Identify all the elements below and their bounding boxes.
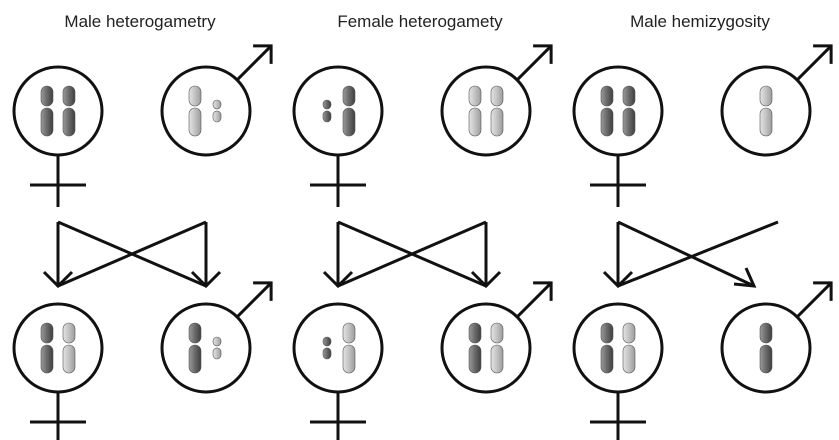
female-chromosome-1	[600, 85, 614, 137]
panel-2-parent-female-symbol	[292, 65, 384, 207]
female-symbol-circle	[572, 302, 664, 394]
male-arrow-head	[253, 281, 273, 301]
female-chromosome-1	[600, 322, 614, 374]
cross-line-down-left	[617, 220, 779, 288]
male-arrow-head	[533, 281, 553, 301]
panel-2-offspring-female-symbol	[292, 302, 384, 440]
cross-line-down-left	[57, 220, 207, 288]
male-arrow-head	[813, 44, 833, 64]
cross-line-down-right	[617, 220, 755, 288]
panel-1-crossing-arrows	[42, 220, 222, 289]
panel-1-parent-female-symbol	[12, 65, 104, 207]
panel-2-parent-male-symbol	[440, 44, 553, 157]
female-chromosome-2	[62, 85, 76, 137]
male-arrow-head	[813, 281, 833, 301]
male-arrow-shaft	[236, 44, 273, 81]
female-symbol-circle	[12, 302, 104, 394]
panel-title-female-heterogamety: Female heterogamety	[337, 12, 503, 31]
male-arrow-head	[533, 44, 553, 64]
panel-3-parent-female-symbol	[572, 65, 664, 207]
female-chromosome-2	[622, 85, 636, 137]
male-symbol-circle	[440, 302, 532, 394]
male-arrow-head	[253, 44, 273, 64]
arrowhead-right	[190, 270, 222, 289]
male-chromosome-1	[468, 322, 482, 374]
arrowhead-left	[42, 270, 74, 289]
male-chromosome-2	[212, 99, 222, 123]
male-symbol-circle	[160, 302, 252, 394]
panel-3-offspring-female-symbol	[572, 302, 664, 440]
female-symbol-circle	[572, 65, 664, 157]
male-arrow-shaft	[796, 44, 833, 81]
male-chromosome-2	[212, 336, 222, 360]
male-arrow-shaft	[796, 281, 833, 318]
panel-title-male-hemizygosity: Male hemizygosity	[630, 12, 770, 31]
arrowhead-right	[733, 267, 757, 288]
female-chromosome-2	[62, 322, 76, 374]
female-chromosome-2	[622, 322, 636, 374]
male-arrow-shaft	[236, 281, 273, 318]
male-chromosome-1	[468, 85, 482, 137]
panel-2-crossing-arrows	[322, 220, 502, 289]
male-chromosome-2	[490, 85, 504, 137]
female-chromosome-1	[40, 322, 54, 374]
panel-3-crossing-arrows	[602, 220, 779, 289]
male-chromosome-1	[759, 85, 773, 137]
arrowhead-right	[470, 270, 502, 289]
male-symbol-circle	[440, 65, 532, 157]
arrowhead-left	[322, 270, 354, 289]
female-chromosome-2	[342, 322, 356, 374]
female-symbol-circle	[12, 65, 104, 157]
panel-1-parent-male-symbol	[160, 44, 273, 157]
male-arrow-shaft	[516, 281, 553, 318]
female-symbol-circle	[292, 302, 384, 394]
panel-3-parent-male-symbol	[720, 44, 833, 157]
cross-line-down-left	[337, 220, 487, 288]
male-chromosome-1	[188, 322, 202, 374]
female-chromosome-1	[40, 85, 54, 137]
panel-2-offspring-male-symbol	[440, 281, 553, 394]
arrowhead-left	[602, 270, 634, 289]
male-chromosome-1	[759, 322, 773, 374]
female-chromosome-2	[342, 85, 356, 137]
panel-1-offspring-female-symbol	[12, 302, 104, 440]
female-symbol-circle	[292, 65, 384, 157]
panel-1-offspring-male-symbol	[160, 281, 273, 394]
panel-3-offspring-male-symbol	[720, 281, 833, 394]
male-chromosome-2	[490, 322, 504, 374]
female-chromosome-1	[322, 99, 332, 123]
male-symbol-circle	[160, 65, 252, 157]
male-arrow-shaft	[516, 44, 553, 81]
panel-title-male-heterogamety: Male heterogametry	[64, 12, 216, 31]
female-chromosome-1	[322, 336, 332, 360]
male-chromosome-1	[188, 85, 202, 137]
